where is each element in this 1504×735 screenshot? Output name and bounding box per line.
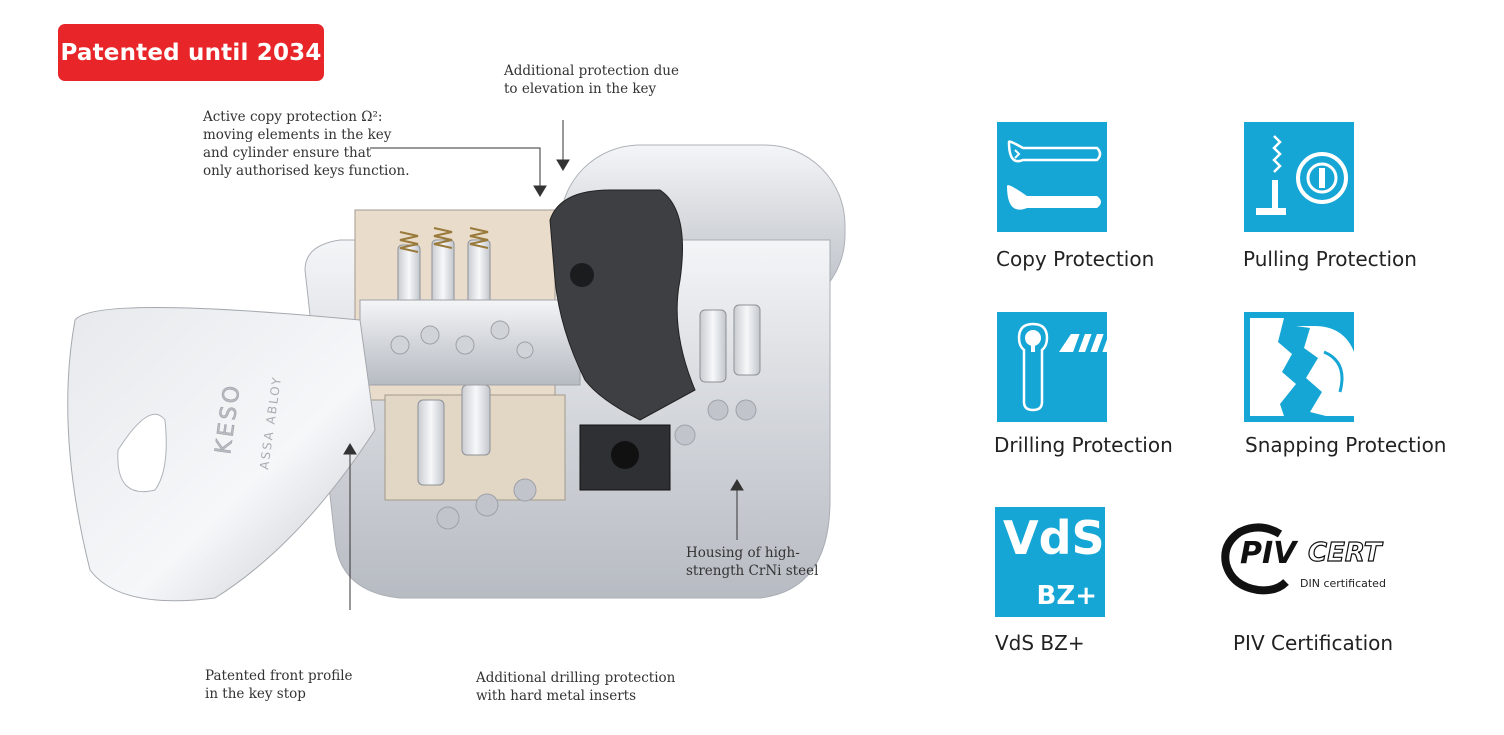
piv-ring-icon	[1221, 523, 1289, 595]
feature-pulling-protection: Pulling Protection	[1243, 247, 1417, 271]
cam	[549, 189, 696, 421]
pulling-protection-icon	[1244, 122, 1354, 232]
patent-badge: Patented until 2034	[58, 24, 324, 81]
pulling-tool-icon	[1256, 135, 1348, 215]
snapped-cylinder-icon	[1250, 318, 1354, 416]
annotation-housing: Housing of high-strength CrNi steel	[686, 545, 819, 579]
feature-snapping-protection: Snapping Protection	[1245, 433, 1447, 457]
feature-copy-protection: Copy Protection	[996, 247, 1155, 271]
drilling-protection-icon	[997, 312, 1110, 422]
key-pair-icon	[1007, 140, 1102, 210]
feature-piv: PIV Certification	[1233, 631, 1394, 655]
vds-logo: VdS BZ+	[995, 507, 1105, 617]
piv-cert-logo: PIV CERT DIN certificated	[1220, 520, 1400, 595]
key-bow	[67, 307, 376, 602]
feature-vds: VdS BZ+	[995, 631, 1085, 655]
copy-protection-icon	[997, 122, 1107, 232]
snapping-protection-icon	[1244, 312, 1354, 422]
annotation-copy-protection: Active copy protection Ω²:moving element…	[203, 109, 410, 179]
feature-drilling-protection: Drilling Protection	[994, 433, 1173, 457]
drill-cylinder-icon	[1017, 322, 1110, 412]
cylinder-lock-illustration: KESO ASSA ABLOY	[67, 120, 846, 610]
